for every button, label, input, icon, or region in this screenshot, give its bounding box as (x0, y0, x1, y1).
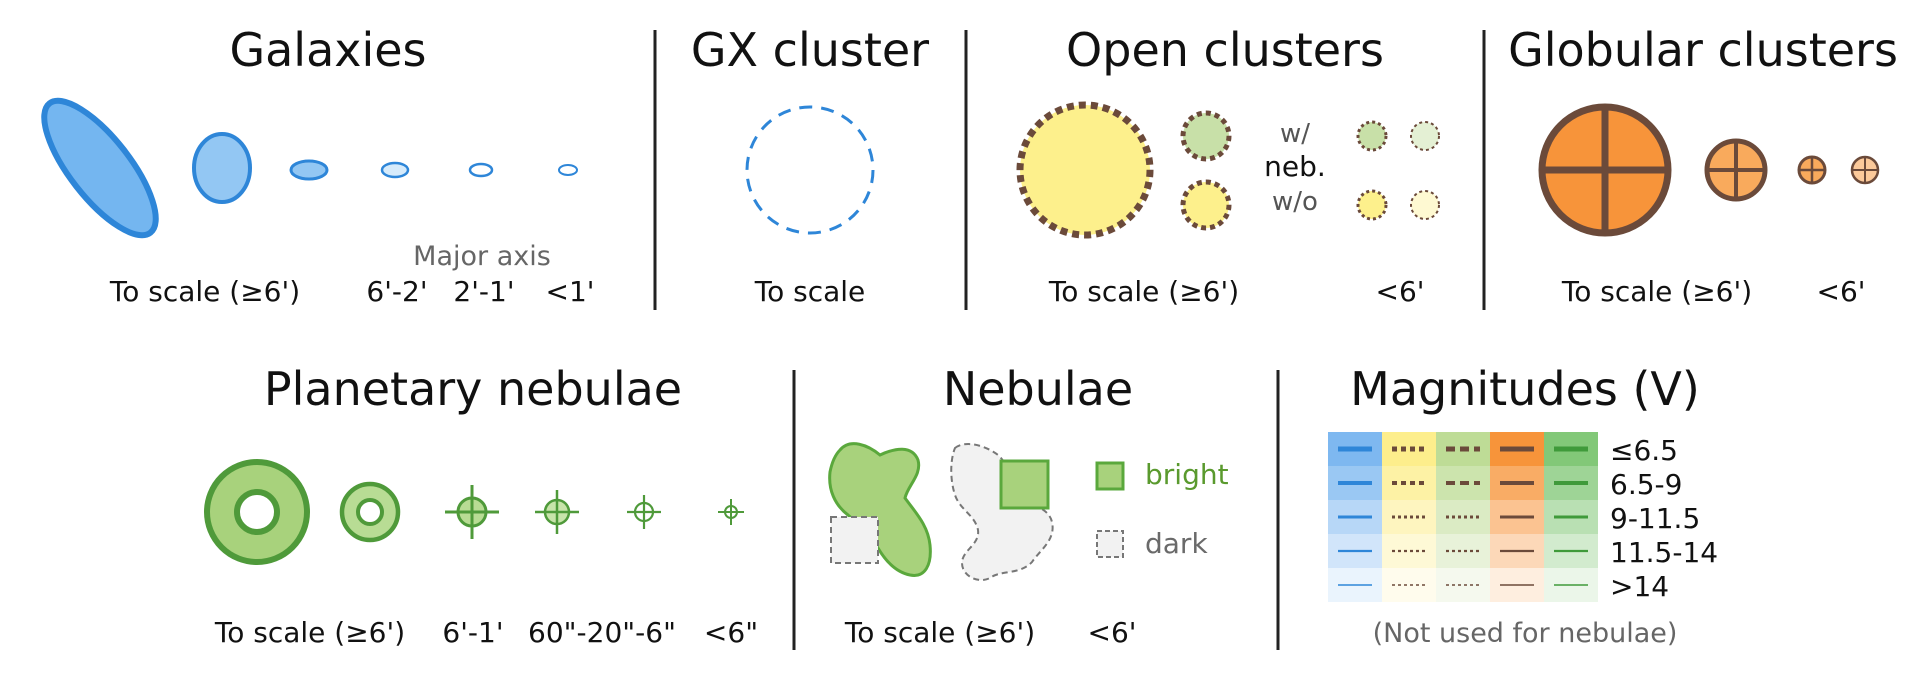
nebulae-bright-label: bright (1145, 458, 1229, 491)
planetary-nebulae-caption-less-6: <6" (704, 616, 758, 649)
open-clusters-without-label: w/o (1272, 187, 1318, 217)
galaxies-caption-to-scale: To scale (≥6') (109, 275, 300, 308)
globular-cluster-symbol-to-scale (1538, 103, 1672, 237)
section-open-clusters: Open clusters w/ neb. w/o To scale (≥6')… (1016, 23, 1440, 308)
planetary-nebulae-caption-6-1: 6'-1' (442, 616, 503, 649)
section-galaxies: Galaxies Major axis To scale (≥6') 6'-2'… (41, 23, 595, 308)
magnitude-swatch-open-cluster-row-5 (1382, 568, 1436, 602)
magnitude-swatch-open-neb-row-5 (1436, 568, 1490, 602)
galaxy-symbol-large (192, 132, 252, 204)
magnitude-row-label-1: ≤6.5 (1610, 434, 1678, 467)
galaxies-title: Galaxies (229, 23, 426, 77)
gx-cluster-caption: To scale (754, 275, 866, 308)
galaxy-symbol-1-less (468, 162, 494, 178)
magnitude-row-label-4: 11.5-14 (1610, 536, 1718, 569)
nebulae-caption-less-6: <6' (1088, 616, 1137, 649)
magnitude-swatch-open-cluster-row-2 (1382, 466, 1436, 500)
nebulae-dark-label: dark (1145, 527, 1208, 560)
galaxy-symbol-less-1 (558, 164, 578, 176)
magnitude-swatch-open-cluster-row-3 (1382, 500, 1436, 534)
planetary-nebulae-caption-to-scale: To scale (≥6') (214, 616, 405, 649)
planetary-nebula-symbol-less-6 (718, 499, 744, 525)
planetary-nebula-symbol-medium (339, 481, 401, 543)
magnitudes-title: Magnitudes (V) (1350, 362, 1700, 416)
globular-clusters-caption-less-6: <6' (1817, 275, 1866, 308)
open-cluster-small-with-nebula-1 (1356, 120, 1388, 152)
open-cluster-small-without-nebula-2 (1410, 190, 1440, 220)
magnitudes-swatch-grid (1328, 432, 1598, 602)
bright-nebula-key (1095, 461, 1125, 491)
galaxy-symbol-2-1 (380, 161, 410, 179)
section-planetary-nebulae: Planetary nebulae To sca (204, 362, 758, 649)
galaxies-caption-6-2: 6'-2' (366, 275, 427, 308)
galaxies-caption-2-1: 2'-1' (453, 275, 514, 308)
section-gx-cluster: GX cluster To scale (691, 23, 929, 308)
gx-cluster-symbol (745, 105, 875, 235)
bright-nebula-shape-to-scale (828, 442, 932, 577)
globular-clusters-title: Globular clusters (1508, 23, 1898, 77)
section-nebulae: Nebulae bright dark To scale (≥6') <6' (828, 362, 1229, 649)
planetary-nebula-symbol-6-1 (445, 485, 499, 539)
open-clusters-title: Open clusters (1066, 23, 1384, 77)
open-cluster-small-with-nebula-2 (1410, 121, 1440, 151)
planetary-nebulae-caption-60-20-6: 60"-20"-6" (528, 616, 676, 649)
open-clusters-with-label: w/ (1280, 119, 1310, 149)
dark-nebula-shape-to-scale (950, 443, 1054, 582)
magnitude-row-label-3: 9-11.5 (1610, 502, 1700, 535)
gx-cluster-title: GX cluster (691, 23, 929, 77)
open-clusters-neb-label: neb. (1264, 150, 1326, 183)
planetary-nebula-symbol-to-scale (204, 459, 310, 565)
planetary-nebula-symbol-20-6 (627, 495, 661, 529)
open-cluster-symbol-to-scale (1016, 101, 1154, 239)
nebulae-caption-to-scale: To scale (≥6') (844, 616, 1035, 649)
magnitude-swatch-open-neb-row-3 (1436, 500, 1490, 534)
open-cluster-without-nebula-symbol (1180, 179, 1232, 231)
bright-nebula-small-square (999, 459, 1050, 510)
open-cluster-with-nebula-symbol (1180, 110, 1232, 162)
galaxy-symbol-6-2 (289, 159, 329, 181)
globular-cluster-symbol-small-2 (1850, 155, 1880, 185)
globular-cluster-symbol-small-1 (1797, 155, 1827, 185)
section-magnitudes: Magnitudes (V) ≤6.5 6.5-9 9-11.5 11.5-14… (1328, 362, 1718, 649)
planetary-nebulae-title: Planetary nebulae (264, 362, 682, 416)
open-clusters-caption-less-6: <6' (1376, 275, 1425, 308)
magnitude-row-label-2: 6.5-9 (1610, 468, 1682, 501)
magnitude-swatch-open-neb-row-4 (1436, 534, 1490, 568)
globular-clusters-caption-to-scale: To scale (≥6') (1561, 275, 1752, 308)
open-cluster-small-without-nebula-1 (1356, 189, 1388, 221)
magnitude-swatch-open-cluster-row-1 (1382, 432, 1436, 466)
planetary-nebula-symbol-60-20 (535, 490, 579, 534)
galaxy-symbol-to-scale (41, 97, 159, 239)
section-globular-clusters: Globular clusters To scale (≥6') <6' (1508, 23, 1898, 308)
dark-nebula-key (1096, 530, 1124, 558)
magnitude-swatch-open-cluster-row-4 (1382, 534, 1436, 568)
nebulae-title: Nebulae (943, 362, 1133, 416)
galaxies-major-axis-note: Major axis (413, 241, 551, 272)
open-clusters-caption-to-scale: To scale (≥6') (1048, 275, 1239, 308)
magnitudes-note: (Not used for nebulae) (1373, 618, 1678, 649)
galaxies-caption-less-1: <1' (546, 275, 595, 308)
dark-nebula-small-square (830, 516, 879, 564)
magnitude-row-label-5: >14 (1610, 570, 1669, 603)
globular-cluster-symbol-medium (1704, 138, 1768, 202)
